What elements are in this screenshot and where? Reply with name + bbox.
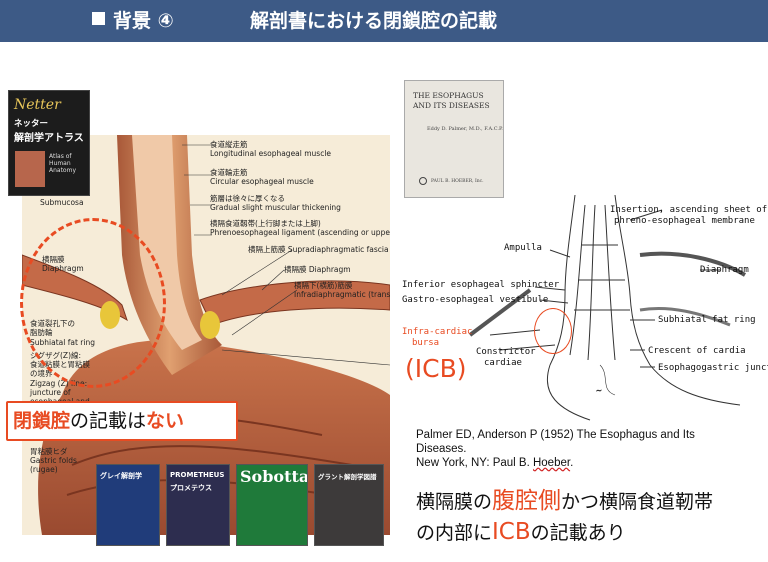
dlabel-ies: Inferior esophageal sphincter: [402, 280, 560, 290]
citation-line3-pre: New York, NY: Paul B.: [416, 457, 533, 469]
label-long-muscle-jp: 食道縦走筋: [210, 140, 248, 149]
icb-highlight-circle: [534, 308, 572, 354]
label-infra-jp: 横隔下(横筋)筋膜: [294, 281, 353, 290]
netter-title2: 解剖学アトラス: [14, 133, 84, 144]
label-rugae-en: Gastric folds: [30, 456, 77, 465]
label-rugae-en2: (rugae): [30, 465, 58, 474]
conclusion-f: の記載あり: [530, 522, 626, 544]
slide-header: 背景 ④ 解剖書における閉鎖腔の記載: [0, 0, 768, 42]
callout-closed-cavity: 閉鎖腔: [13, 410, 71, 432]
grant-title: グラント解剖学図譜: [318, 473, 377, 481]
callout-none: ない: [146, 410, 185, 432]
square-bullet-icon: [92, 12, 105, 25]
citation-line3-post: .: [570, 457, 574, 469]
conclusion-c: かつ横隔食道靭帯: [561, 491, 714, 513]
label-submucosa: Submucosa: [40, 198, 84, 207]
svg-text:~: ~: [596, 387, 602, 395]
citation-line2: Diseases.: [416, 443, 467, 455]
dlabel-ampulla: Ampulla: [504, 243, 542, 253]
dlabel-insertion2: phreno-esophageal membrane: [614, 216, 755, 226]
label-rugae-jp: 胃粘膜ヒダ: [30, 447, 68, 456]
dlabel-constrictor2: cardiae: [484, 358, 522, 368]
netter-title: ネッター: [14, 119, 49, 129]
conclusion-line1: 横隔膜の腹腔側かつ横隔食道靭帯: [416, 486, 713, 517]
esophagus-book-cover: THE ESOPHAGUS AND ITS DISEASES Eddy D. P…: [404, 80, 504, 198]
netter-subtitle: Atlas of Human Anatomy: [49, 153, 77, 174]
conclusion-d: の内部に: [416, 522, 493, 544]
citation-line1: Palmer ED, Anderson P (1952) The Esophag…: [416, 429, 695, 441]
prometheus-book-cover: PROMETHEUS プロメテウス: [166, 464, 230, 546]
label-thick-en: Gradual slight muscular thickening: [210, 203, 341, 212]
no-closed-cavity-callout: 閉鎖腔の記載はない: [6, 401, 238, 441]
publisher-logo-icon: [419, 177, 427, 185]
label-diaphragm-right: 横隔膜 Diaphragm: [284, 265, 351, 274]
label-infra-en: Infradiaphragmatic (transvers: [294, 290, 390, 299]
citation-line3: New York, NY: Paul B. Hoeber.: [416, 456, 695, 470]
label-thick-jp: 筋層は徐々に厚くなる: [210, 194, 285, 203]
prometheus-title: PROMETHEUS: [170, 471, 225, 479]
gray-title: グレイ解剖学: [100, 472, 142, 480]
dlabel-crescent: Crescent of cardia: [648, 346, 746, 356]
dlabel-diaphragm: Diaphragm: [700, 265, 749, 275]
citation-publisher: Hoeber: [532, 457, 571, 469]
icb-label: (ICB): [405, 354, 467, 383]
label-circ-muscle-jp: 食道輪走筋: [210, 168, 248, 177]
book-title-line1: THE ESOPHAGUS: [413, 91, 484, 100]
dlabel-gev: Gastro-esophageal vestibule: [402, 295, 549, 305]
netter-book-cover: Netter ネッター 解剖学アトラス Atlas of Human Anato…: [8, 90, 90, 196]
schematic-drawing: ~: [468, 194, 747, 421]
label-pel-en: Phrenoesophageal ligament (ascending or …: [210, 228, 390, 237]
label-long-muscle-en: Longitudinal esophageal muscle: [210, 149, 332, 158]
sobotta-title: Sobotta: [240, 467, 308, 486]
grant-book-cover: グラント解剖学図譜: [314, 464, 384, 546]
dlabel-junction: Esophagogastric junction: [658, 363, 768, 373]
sobotta-book-cover: Sobotta: [236, 464, 308, 546]
gray-book-cover: グレイ解剖学: [96, 464, 160, 546]
conclusion: 横隔膜の腹腔側かつ横隔食道靭帯 の内部にICBの記載あり: [416, 486, 713, 548]
conclusion-line2: の内部にICBの記載あり: [416, 517, 713, 548]
book-title-line2: AND ITS DISEASES: [413, 101, 490, 110]
dlabel-icb1: Infra-cardiac: [402, 327, 473, 337]
dlabel-fat-ring: Subhiatal fat ring: [658, 315, 756, 325]
dlabel-icb2: bursa: [412, 338, 440, 348]
callout-middle: の記載は: [70, 410, 147, 432]
slide-title: 解剖書における閉鎖腔の記載: [250, 10, 498, 32]
dlabel-insertion: Insertion, ascending sheet of: [610, 205, 768, 215]
prometheus-subtitle: プロメテウス: [170, 484, 212, 492]
book-publisher: PAUL B. HOEBER, Inc.: [431, 179, 484, 184]
label-circ-muscle-en: Circular esophageal muscle: [210, 177, 314, 186]
label-supra-fascia: 横隔上筋膜 Supradiaphragmatic fascia: [248, 245, 389, 254]
esophagus-schematic: ~ Insertion, ascending sheet of phreno-e…: [400, 194, 768, 425]
label-pel-jp: 横隔食道靱帯(上行脚または上脚): [210, 219, 321, 228]
conclusion-icb: ICB: [492, 519, 531, 545]
label-zigzag-en2: juncture of: [30, 388, 71, 397]
dlabel-constrictor1: Constrictor: [476, 347, 536, 357]
label-zigzag-en: Zigzag (Z) line:: [30, 379, 88, 388]
label-zigzag-jp3: の境界: [30, 369, 53, 378]
netter-brand: Netter: [14, 97, 61, 113]
conclusion-peritoneal-side: 腹腔側: [492, 488, 562, 514]
dashed-highlight-circle: [20, 218, 166, 388]
netter-cover-image: [15, 151, 45, 187]
citation: Palmer ED, Anderson P (1952) The Esophag…: [416, 428, 695, 470]
conclusion-a: 横隔膜の: [416, 491, 493, 513]
section-number: 背景 ④: [113, 10, 174, 32]
book-author: Eddy D. Palmer, M.D., F.A.C.P.: [427, 126, 503, 132]
